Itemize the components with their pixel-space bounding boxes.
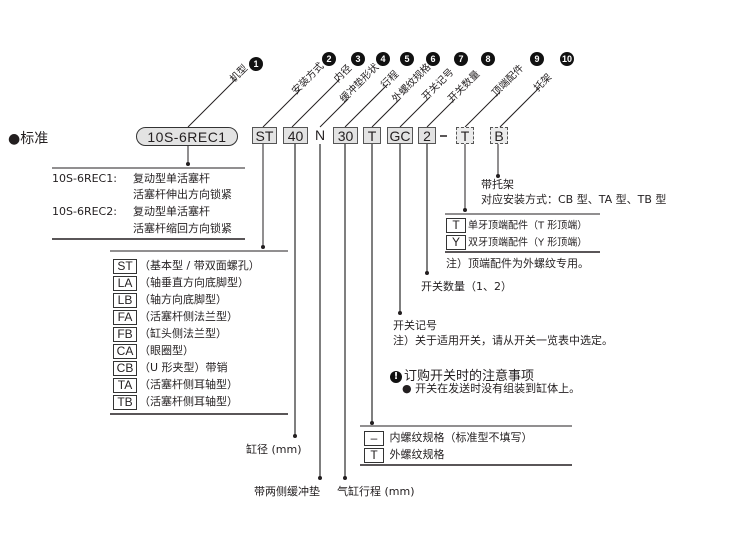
option-code: LA	[113, 275, 137, 291]
option-code: LB	[113, 292, 137, 308]
mounting-option: CA（眼圈型）	[113, 343, 194, 359]
callout-badge-8: 8	[481, 52, 495, 66]
option-code: T	[364, 447, 384, 463]
switch-qty-label: 开关数量（1、2）	[421, 280, 512, 293]
code-segment-bracket: B	[490, 127, 508, 144]
callout-badge-5: 5	[400, 52, 414, 66]
code-segment-cushion: N	[315, 127, 326, 143]
option-desc: （活塞杆侧耳轴型）	[139, 378, 238, 391]
mounting-option: ST（基本型 / 带双面螺孔）	[113, 258, 260, 274]
option-desc: （轴垂直方向底脚型）	[139, 276, 249, 289]
option-desc: （基本型 / 带双面螺孔）	[139, 259, 260, 272]
option-code: T	[446, 218, 466, 233]
option-code: CA	[113, 343, 137, 359]
bracket-label: 带托架	[481, 178, 514, 191]
callout-badge-7: 7	[454, 52, 468, 66]
option-code: TB	[113, 394, 137, 410]
mounting-option: LA（轴垂直方向底脚型）	[113, 275, 249, 291]
warning-icon: !	[390, 370, 402, 383]
callout-badge-9: 9	[530, 52, 544, 66]
option-code: FA	[113, 309, 137, 325]
option-code: Y	[446, 235, 466, 250]
model-desc-1a: 复动型单活塞杆	[133, 172, 210, 185]
option-code: ST	[113, 258, 137, 274]
option-desc: （活塞杆侧耳轴型）	[139, 395, 238, 408]
order-notes-title: !订购开关时的注意事项	[390, 365, 534, 384]
mounting-option: TA（活塞杆侧耳轴型）	[113, 377, 238, 393]
option-desc: （缸头侧法兰型）	[139, 327, 227, 340]
option-desc: （U 形夹型）带销	[139, 361, 228, 374]
option-desc: 内螺纹规格（标准型不填写）	[389, 431, 533, 444]
callout-badge-4: 4	[376, 52, 390, 66]
section-title-text: 标准	[20, 131, 49, 147]
callout-badge-10: 10	[560, 52, 574, 66]
code-segment-switch: GC	[387, 127, 413, 144]
code-segment-switch-qty: 2	[418, 127, 436, 144]
code-segment-mounting: ST	[252, 127, 277, 144]
thread-option: T 外螺纹规格	[364, 447, 445, 463]
order-note-item: ● 开关在发送时没有组装到缸体上。	[402, 382, 581, 395]
code-segment-rod-end: T	[456, 127, 474, 144]
bracket-note: 对应安装方式：CB 型、TA 型、TB 型	[481, 193, 667, 206]
bullet-icon: ●	[8, 131, 21, 147]
cushion-label: 带两侧缓冲垫	[254, 485, 320, 498]
model-code-2: 10S-6REC2:	[52, 205, 117, 218]
option-desc: 外螺纹规格	[389, 448, 445, 461]
code-segment-thread: T	[363, 127, 381, 144]
model-desc-2a: 复动型单活塞杆	[133, 205, 210, 218]
mounting-option: FA（活塞杆侧法兰型）	[113, 309, 238, 325]
section-title: ●标准	[8, 128, 48, 148]
option-desc: （活塞杆侧法兰型）	[139, 310, 238, 323]
mounting-option: LB（轴方向底脚型）	[113, 292, 227, 308]
option-desc: 单牙顶端配件（T 形顶端）	[468, 220, 588, 232]
option-desc: 双牙顶端配件（Y 形顶端）	[468, 237, 588, 249]
option-code: CB	[113, 360, 137, 376]
mounting-option: CB（U 形夹型）带销	[113, 360, 228, 376]
option-code: TA	[113, 377, 137, 393]
option-desc: （眼圈型）	[139, 344, 194, 357]
model-desc-1b: 活塞杆伸出方向锁紧	[133, 188, 232, 201]
callout-badge-6: 6	[426, 52, 440, 66]
option-code: FB	[113, 326, 137, 342]
mounting-option: TB（活塞杆侧耳轴型）	[113, 394, 238, 410]
switch-symbol-label: 开关记号	[393, 319, 437, 332]
bore-label: 缸径 (mm)	[246, 443, 302, 456]
mounting-option: FB（缸头侧法兰型）	[113, 326, 227, 342]
model-desc-2b: 活塞杆缩回方向锁紧	[133, 222, 232, 235]
model-code: 10S-6REC1	[136, 127, 238, 146]
callout-badge-1: 1	[249, 57, 263, 71]
order-notes-title-text: 订购开关时的注意事项	[404, 369, 535, 384]
model-code-1: 10S-6REC1:	[52, 172, 117, 185]
option-code: –	[364, 430, 384, 446]
option-desc: （轴方向底脚型）	[139, 293, 227, 306]
code-segment-bore: 40	[283, 127, 308, 144]
callout-badge-2: 2	[322, 52, 336, 66]
thread-option: – 内螺纹规格（标准型不填写）	[364, 430, 533, 446]
stroke-label: 气缸行程 (mm)	[337, 485, 415, 498]
rod-end-note: 注）顶端配件为外螺纹专用。	[446, 257, 589, 270]
callout-badge-3: 3	[351, 52, 365, 66]
switch-symbol-note: 注）关于适用开关，请从开关一览表中选定。	[393, 334, 613, 347]
code-segment-stroke: 30	[333, 127, 358, 144]
